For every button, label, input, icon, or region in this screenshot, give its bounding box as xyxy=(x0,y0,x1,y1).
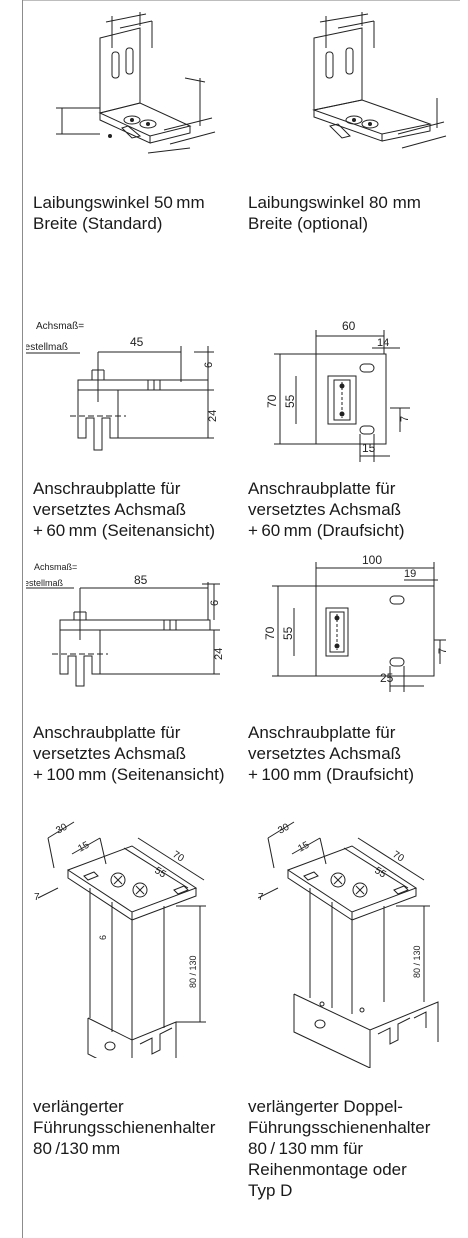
axis-label-top: Achsmaß= xyxy=(36,321,84,332)
dim-width: 100 xyxy=(362,553,382,567)
axis-label-bottom: Bestellmaß xyxy=(26,342,68,353)
dim-7: 7 xyxy=(258,892,264,903)
dim-slot: 19 xyxy=(404,568,416,580)
laibungswinkel-80-drawing xyxy=(312,12,447,149)
dim-thickness: 6 xyxy=(203,362,215,368)
dim-height: 70 xyxy=(265,394,279,408)
dim-bottom: 15 xyxy=(362,441,376,455)
doppel-fuehrungsschienenhalter-drawing: 30 15 70 55 7 80 / 130 xyxy=(258,822,439,1068)
page-top-border xyxy=(22,0,460,1)
dim-15: 15 xyxy=(76,840,91,855)
dim-70: 70 xyxy=(390,849,406,864)
dim-7: 7 xyxy=(34,892,40,903)
dim-30: 30 xyxy=(54,822,69,837)
dim-bottom: 25 xyxy=(380,671,394,685)
dim-width: 60 xyxy=(342,319,356,333)
caption-doppel-fuehrungsschienenhalter: verlängerter Doppel-Führungsschienenhalt… xyxy=(248,1097,431,1200)
dim-small: 7 xyxy=(437,648,448,654)
dim-height: 70 xyxy=(263,626,277,640)
dim-inner: 55 xyxy=(283,394,297,408)
dim-slot: 14 xyxy=(377,337,389,349)
dim-inner: 55 xyxy=(281,626,295,640)
page-left-border xyxy=(22,0,23,1238)
dim-70: 70 xyxy=(170,849,186,864)
dim-length: 80 / 130 xyxy=(412,945,422,978)
dim-length: 85 xyxy=(134,573,148,587)
dim-15: 15 xyxy=(296,840,311,855)
dim-small: 7 xyxy=(399,416,411,422)
dim-6: 6 xyxy=(98,935,108,940)
dim-length: 80 / 130 xyxy=(188,955,198,988)
fuehrungsschienenhalter-drawing: 30 15 70 55 7 6 80 / 130 xyxy=(34,822,206,1058)
dim-30: 30 xyxy=(276,822,291,837)
axis-label-top: Achsmaß= xyxy=(34,562,77,572)
anschraubplatte-60-top-drawing: 60 14 70 55 7 15 xyxy=(265,319,411,462)
axis-label-bottom: Bestellmaß xyxy=(26,578,64,588)
dim-height: 24 xyxy=(207,410,219,422)
laibungswinkel-50-drawing xyxy=(56,12,216,154)
anschraubplatte-100-top-drawing: 100 19 70 55 7 25 xyxy=(263,553,448,692)
anschraubplatte-60-side-drawing: Achsmaß= Bestellmaß 45 6 24 xyxy=(26,321,219,451)
dim-thickness: 6 xyxy=(209,600,221,606)
dim-height: 24 xyxy=(213,648,225,660)
dim-length: 45 xyxy=(130,335,144,349)
anschraubplatte-100-side-drawing: Achsmaß= Bestellmaß 85 6 24 xyxy=(26,562,225,687)
